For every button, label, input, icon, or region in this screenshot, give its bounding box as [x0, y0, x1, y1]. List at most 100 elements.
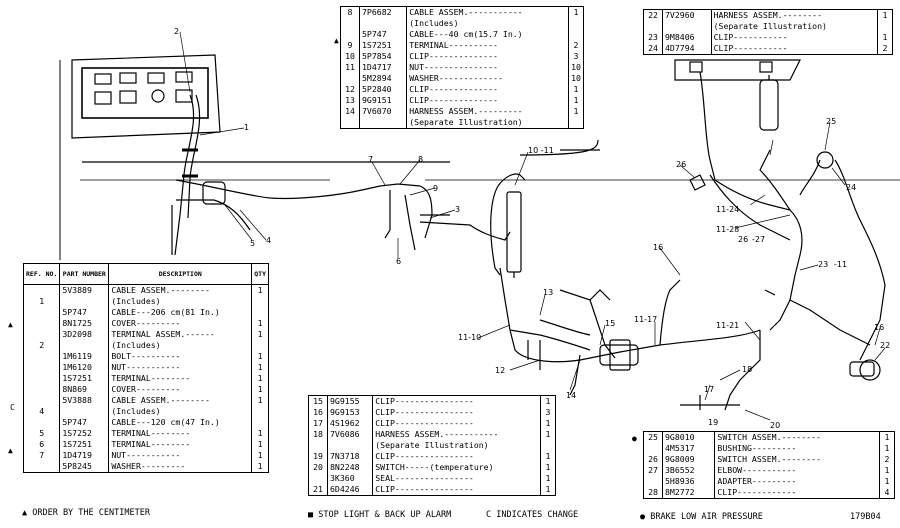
callout-11-24: 11-24 [716, 205, 739, 214]
note-stop-light: ■ STOP LIGHT & BACK UP ALARM [308, 510, 452, 520]
quantity-cell [251, 406, 268, 417]
quantity-cell [540, 440, 555, 451]
description-cell: CABLE---206 cm(81 In.) [111, 307, 220, 318]
quantity-cell: 1 [540, 462, 555, 473]
ref-cell: 25 [644, 432, 663, 443]
quantity-cell: 1 [568, 84, 583, 95]
callout-11-17: 11-17 [634, 315, 657, 324]
description-cell: CLIP---------------- [375, 484, 474, 495]
ref-cell: 19 [309, 451, 328, 462]
part-number-cell: 8N2248 [327, 462, 374, 473]
quantity-cell: 1 [251, 373, 268, 384]
part-number-cell: 7P6682 [359, 7, 408, 18]
parts-row: 2(Includes) [24, 340, 268, 351]
ref-cell [24, 318, 61, 329]
ref-cell: 8 [341, 7, 360, 18]
callout-16b: 16 [874, 323, 884, 332]
description-cell: CLIP---------------- [375, 451, 474, 462]
part-number-cell: 1S7251 [59, 439, 110, 450]
callout-1: 1 [244, 123, 249, 132]
part-number-cell: 9G8010 [662, 432, 716, 443]
description-cell: HARNESS ASSEM.----------- [375, 429, 499, 440]
ref-cell [24, 461, 61, 472]
quantity-cell: 1 [251, 351, 268, 362]
ref-cell [341, 73, 360, 84]
parts-table-left: REF. NO. PART NUMBER DESCRIPTION QTY 5V3… [23, 263, 269, 473]
ref-cell [24, 351, 61, 362]
ref-cell [309, 440, 328, 451]
callout-15: 15 [605, 319, 615, 328]
description-cell: (Separate Illustration) [375, 440, 489, 451]
part-number-cell: 1M6120 [59, 362, 110, 373]
description-cell: NUT----------- [111, 362, 181, 373]
description-cell: CLIP-------------- [409, 84, 498, 95]
callout-27: -27 [752, 235, 765, 244]
part-number-cell: 6D4246 [327, 484, 374, 495]
description-cell: SEAL---------------- [375, 473, 474, 484]
description-cell: COVER--------- [111, 318, 181, 329]
callout-13: 13 [543, 288, 553, 297]
ref-cell [24, 362, 61, 373]
marker-change: C [10, 403, 15, 412]
description-cell: CABLE---40 cm(15.7 In.) [409, 29, 523, 40]
quantity-cell: 1 [251, 439, 268, 450]
description-cell: NUT----------- [111, 450, 181, 461]
callout-8: 8 [418, 155, 423, 164]
description-cell: CLIP----------- [713, 32, 788, 43]
ref-cell [644, 21, 663, 32]
parts-row: (Separate Illustration) [644, 21, 892, 32]
quantity-cell [251, 307, 268, 318]
description-cell: CABLE---120 cm(47 In.) [111, 417, 220, 428]
quantity-cell: 1 [540, 451, 555, 462]
description-cell: ADAPTER--------- [717, 476, 797, 487]
ref-cell [24, 307, 61, 318]
description-cell: (Separate Illustration) [713, 21, 827, 32]
description-cell: (Includes) [111, 406, 161, 417]
part-number-cell: 8M2772 [662, 487, 716, 498]
callout-6: 6 [396, 257, 401, 266]
callout-3: 3 [455, 205, 460, 214]
part-number-cell: 7V6070 [359, 106, 408, 117]
description-cell: BUSHING--------- [717, 443, 797, 454]
description-cell: WASHER--------- [111, 461, 186, 472]
quantity-cell [568, 29, 583, 40]
part-number-cell: 4D7794 [662, 43, 712, 54]
ref-cell: 21 [309, 484, 328, 495]
parts-row: 1(Includes) [24, 296, 268, 307]
ref-cell: 11 [341, 62, 360, 73]
callout-18: 18 [742, 365, 752, 374]
ref-cell [24, 395, 61, 406]
quantity-cell: 1 [879, 465, 894, 476]
quantity-cell: 1 [251, 395, 268, 406]
parts-row: (Separate Illustration) [341, 117, 583, 128]
part-number-cell: 7V2960 [662, 10, 712, 21]
ref-cell: 24 [644, 43, 663, 54]
part-number-cell: 3D2098 [59, 329, 110, 340]
part-number-cell: 8N869 [59, 384, 110, 395]
description-cell: (Includes) [111, 296, 161, 307]
description-cell: CLIP-------------- [409, 95, 498, 106]
quantity-cell: 1 [251, 284, 268, 296]
description-cell: (Includes) [111, 340, 161, 351]
description-cell: CLIP------------ [717, 487, 797, 498]
ref-cell [24, 373, 61, 384]
part-number-cell [662, 21, 712, 32]
ref-cell: 12 [341, 84, 360, 95]
description-cell: CLIP-------------- [409, 51, 498, 62]
part-number-cell [359, 18, 408, 29]
part-number-cell: 5H8936 [662, 476, 716, 487]
part-number-cell: 8N1725 [59, 318, 110, 329]
